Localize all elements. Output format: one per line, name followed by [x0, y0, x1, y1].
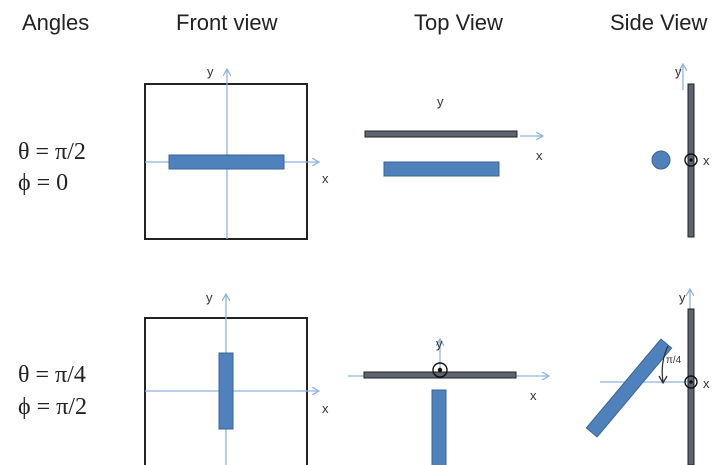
row1-side-x-out-ring: [684, 153, 698, 167]
row2-top-view: y x: [348, 336, 548, 465]
row1-top-x-label: x: [536, 148, 543, 163]
row1-front-rod: [168, 154, 285, 170]
row2-side-x-label: x: [703, 376, 710, 391]
row2-front-view: y x: [144, 290, 329, 465]
row2-top-rod: [431, 389, 447, 465]
row1-front-view: y x: [144, 64, 329, 240]
row2-top-y-out-ring: [432, 362, 448, 378]
row2-front-y-label: y: [206, 290, 213, 305]
row1-top-view: y x: [364, 94, 543, 177]
row2-side-angle-label: π/4: [666, 355, 682, 366]
row1-side-y-label: y: [675, 64, 682, 79]
row1-front-x-label: x: [322, 171, 329, 186]
row1-side-x-out-dot: [689, 158, 693, 162]
row2-theta-label: θ = π/4: [18, 362, 86, 388]
header-angles: Angles: [22, 10, 90, 35]
row2-phi-label: ϕ = π/2: [18, 394, 87, 420]
row1-top-plate: [364, 130, 518, 138]
row2-side-view: y π/4 x: [585, 290, 710, 465]
row1-top-rod: [383, 161, 500, 177]
row2-front-rod: [218, 352, 234, 430]
row2-top-y-out-dot: [437, 367, 443, 373]
row2-side-rod: [585, 338, 673, 438]
row1-phi-label: ϕ = 0: [18, 170, 69, 196]
row1-theta-label: θ = π/2: [18, 139, 86, 165]
row1-side-view: y x: [651, 64, 710, 238]
row2-side-angle-arc: [661, 345, 669, 383]
row2-side-x-out-ring: [684, 375, 698, 389]
row1-side-rod: [651, 150, 671, 170]
row2-side-x-out-dot: [689, 380, 693, 384]
header-side-view: Side View: [610, 10, 708, 35]
row2-top-y-label: y: [436, 336, 443, 351]
header-front-view: Front view: [176, 10, 278, 35]
row1-side-x-label: x: [703, 153, 710, 168]
header-top-view: Top View: [414, 10, 503, 35]
row1-top-y-label: y: [437, 94, 444, 109]
row1-front-y-label: y: [207, 64, 214, 79]
row2-side-angle-arrowhead: [658, 375, 668, 385]
row2-front-x-label: x: [322, 401, 329, 416]
row2-side-y-label: y: [679, 290, 686, 305]
row2-top-x-label: x: [530, 388, 537, 403]
